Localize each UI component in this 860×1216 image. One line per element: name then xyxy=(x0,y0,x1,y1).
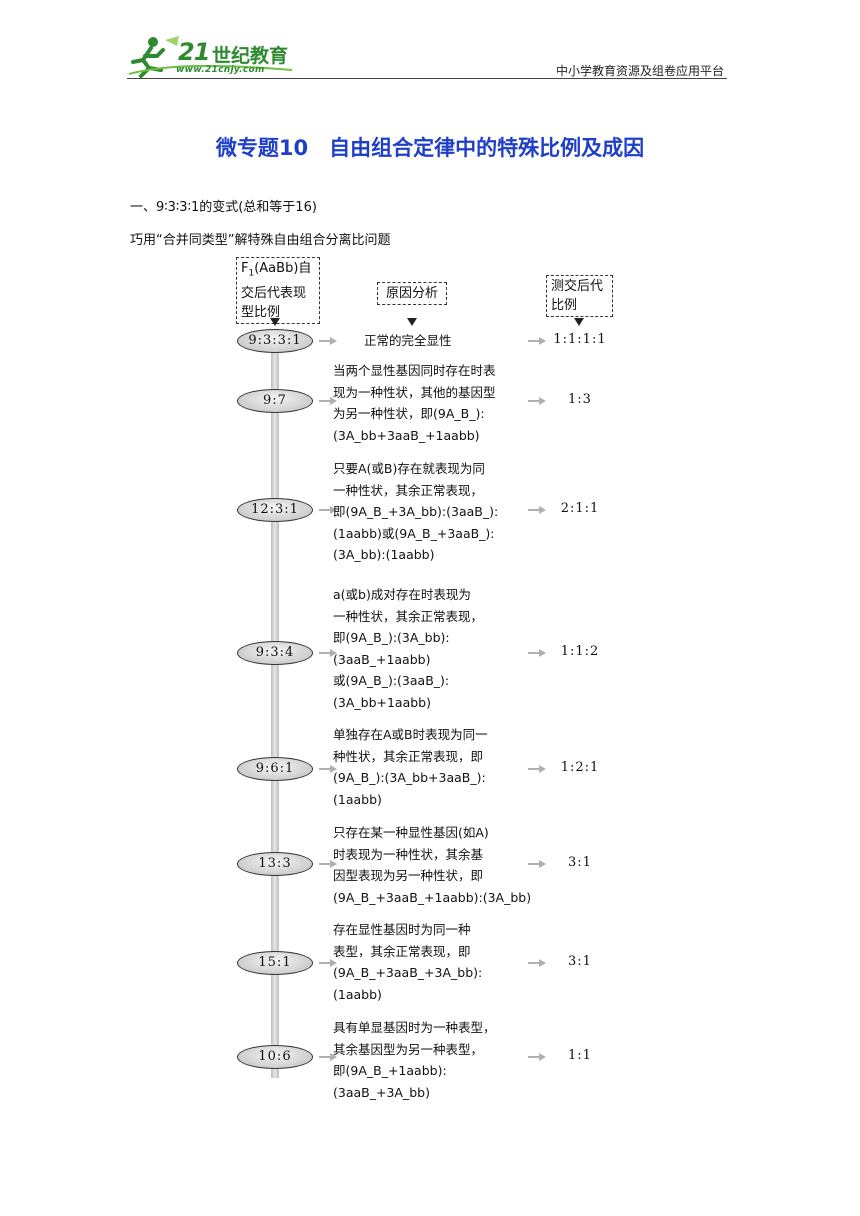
arrow-right-icon xyxy=(528,860,546,868)
ratio-oval: 13:3 xyxy=(237,852,313,876)
test-cross-ratio: 1:2:1 xyxy=(560,760,600,775)
page-title: 微专题10 自由组合定律中的特殊比例及成因 xyxy=(215,136,645,160)
arrow-down-icon xyxy=(574,318,584,326)
logo-text: 世纪教育 xyxy=(212,45,289,67)
logo-runner-icon xyxy=(128,36,293,78)
arrow-right-icon xyxy=(319,397,337,405)
arrow-right-icon xyxy=(528,397,546,405)
ratio-oval: 9:7 xyxy=(237,389,313,413)
ratio-oval: 9:6:1 xyxy=(237,757,313,781)
test-cross-ratio: 3:1 xyxy=(568,954,592,969)
cause-header: 原因分析 xyxy=(377,282,447,305)
logo-url: www.21cnjy.com xyxy=(176,65,265,75)
arrow-right-icon xyxy=(528,649,546,657)
ratio-oval: 10:6 xyxy=(237,1045,313,1069)
ratio-oval: 9:3:4 xyxy=(237,641,313,665)
cause-text: 存在显性基因时为同一种表型，其余正常表现，即(9A_B_+3aaB_+3A_bb… xyxy=(333,922,483,1002)
ratio-oval: 12:3:1 xyxy=(237,498,313,522)
arrow-down-icon xyxy=(407,318,417,326)
test-cross-ratio: 1:3 xyxy=(568,392,592,407)
cause-text: 具有单显基因时为一种表型，其余基因型为另一种表型，即(9A_B_+1aabb):… xyxy=(333,1020,496,1100)
cause-text: 单独存在A或B时表现为同一种性状，其余正常表现，即(9A_B_):(3A_bb+… xyxy=(333,727,488,807)
test-cross-ratio: 2:1:1 xyxy=(560,501,600,516)
cause-text: 正常的完全显性 xyxy=(364,333,452,348)
f1-ratio-header: F1(AaBb)自 交后代表现 型比例 xyxy=(236,257,320,324)
tip-text: 巧用“合并同类型”解特殊自由组合分离比问题 xyxy=(130,233,391,248)
arrow-right-icon xyxy=(319,959,337,967)
header-divider xyxy=(127,78,727,79)
ratio-oval: 9:3:3:1 xyxy=(237,329,313,353)
cause-text: 只要A(或B)存在就表现为同一种性状，其余正常表现，即(9A_B_+3A_bb)… xyxy=(333,461,499,562)
arrow-right-icon xyxy=(528,337,546,345)
arrow-right-icon xyxy=(319,1053,337,1061)
arrow-down-icon xyxy=(270,318,280,326)
arrow-right-icon xyxy=(528,765,546,773)
test-cross-ratio: 1:1:2 xyxy=(560,644,600,659)
test-cross-ratio: 1:1:1:1 xyxy=(553,332,607,347)
cause-text: 只存在某一种显性基因(如A)时表现为一种性状，其余基因型表现为另一种性状，即(9… xyxy=(333,825,532,905)
arrow-right-icon xyxy=(528,1053,546,1061)
arrow-right-icon xyxy=(319,506,337,514)
test-cross-ratio: 3:1 xyxy=(568,855,592,870)
arrow-right-icon xyxy=(319,337,337,345)
site-name: 中小学教育资源及组卷应用平台 xyxy=(555,64,724,78)
section-heading: 一、9∶3∶3∶1的变式(总和等于16) xyxy=(130,200,317,215)
arrow-right-icon xyxy=(319,860,337,868)
arrow-right-icon xyxy=(528,959,546,967)
arrow-right-icon xyxy=(528,506,546,514)
ratio-oval: 15:1 xyxy=(237,951,313,975)
cause-text: 当两个显性基因同时存在时表现为一种性状，其他的基因型为另一种性状，即(9A_B_… xyxy=(333,363,496,443)
arrow-right-icon xyxy=(319,765,337,773)
test-cross-ratio: 1:1 xyxy=(568,1048,592,1063)
logo-number: 21 xyxy=(178,38,210,66)
cause-text: a(或b)成对存在时表现为一种性状，其余正常表现，即(9A_B_):(3A_bb… xyxy=(333,587,484,710)
ratio-connector-line xyxy=(271,348,279,1078)
test-cross-header: 测交后代 比例 xyxy=(546,275,613,317)
arrow-right-icon xyxy=(319,649,337,657)
